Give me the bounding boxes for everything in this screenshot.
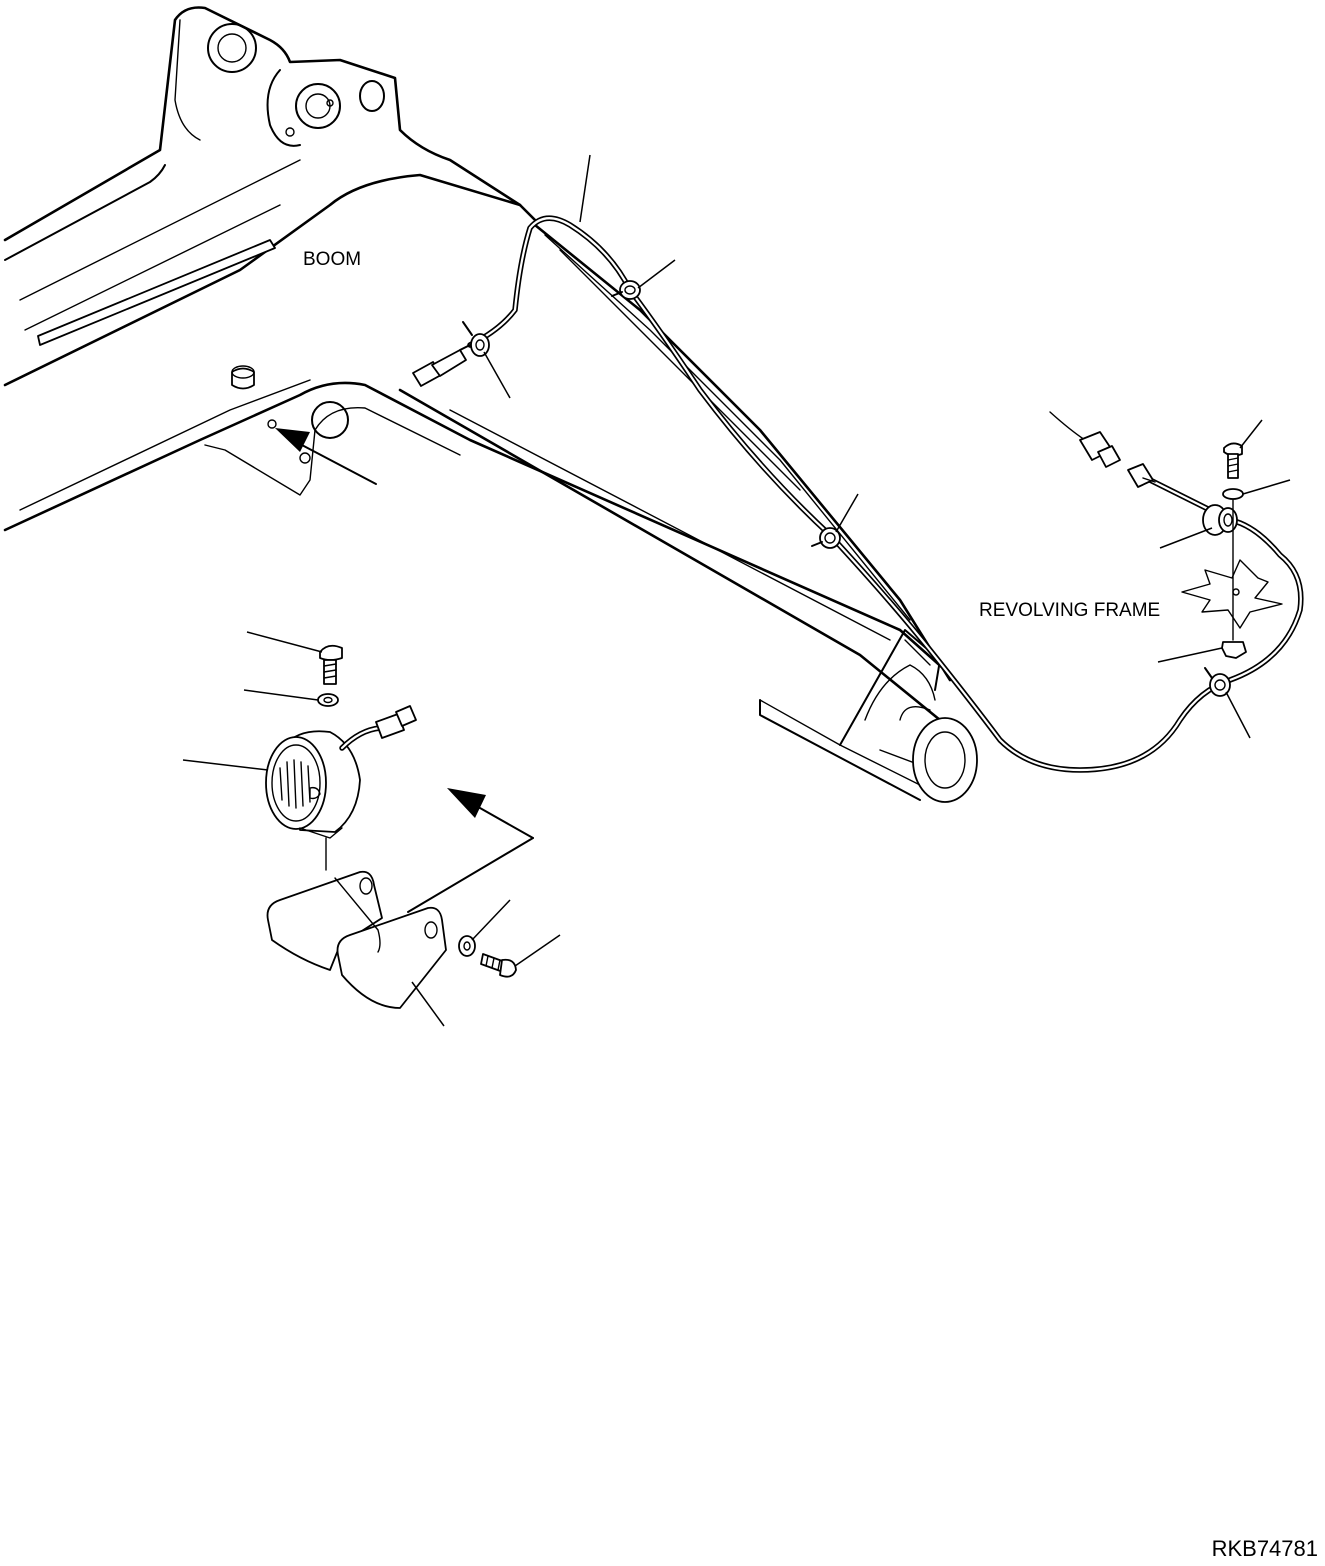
grommet — [1202, 504, 1238, 536]
leader-lines — [182, 154, 1291, 1027]
clamp-2 — [611, 280, 641, 300]
bracket — [266, 870, 447, 1009]
clamp-1 — [462, 321, 490, 357]
right-connector-pair — [1049, 411, 1156, 488]
washer-top-right — [1222, 488, 1244, 500]
lamp-assembly — [265, 644, 517, 1009]
washer-bracket — [458, 935, 476, 957]
drawing-number: RKB74781 — [1212, 1536, 1318, 1561]
boom-label: BOOM — [303, 249, 361, 270]
clamp-3 — [811, 527, 841, 549]
bolt-bracket — [480, 953, 517, 978]
wiring-harness — [412, 215, 1304, 773]
revolving-frame-label: REVOLVING FRAME — [979, 600, 1160, 621]
boom — [3, 6, 978, 803]
frame-cutout — [1181, 559, 1283, 629]
clamp-4 — [1204, 667, 1231, 697]
view-arrows — [275, 428, 534, 913]
bolt-top-right — [1223, 442, 1243, 479]
nut — [1221, 641, 1247, 659]
